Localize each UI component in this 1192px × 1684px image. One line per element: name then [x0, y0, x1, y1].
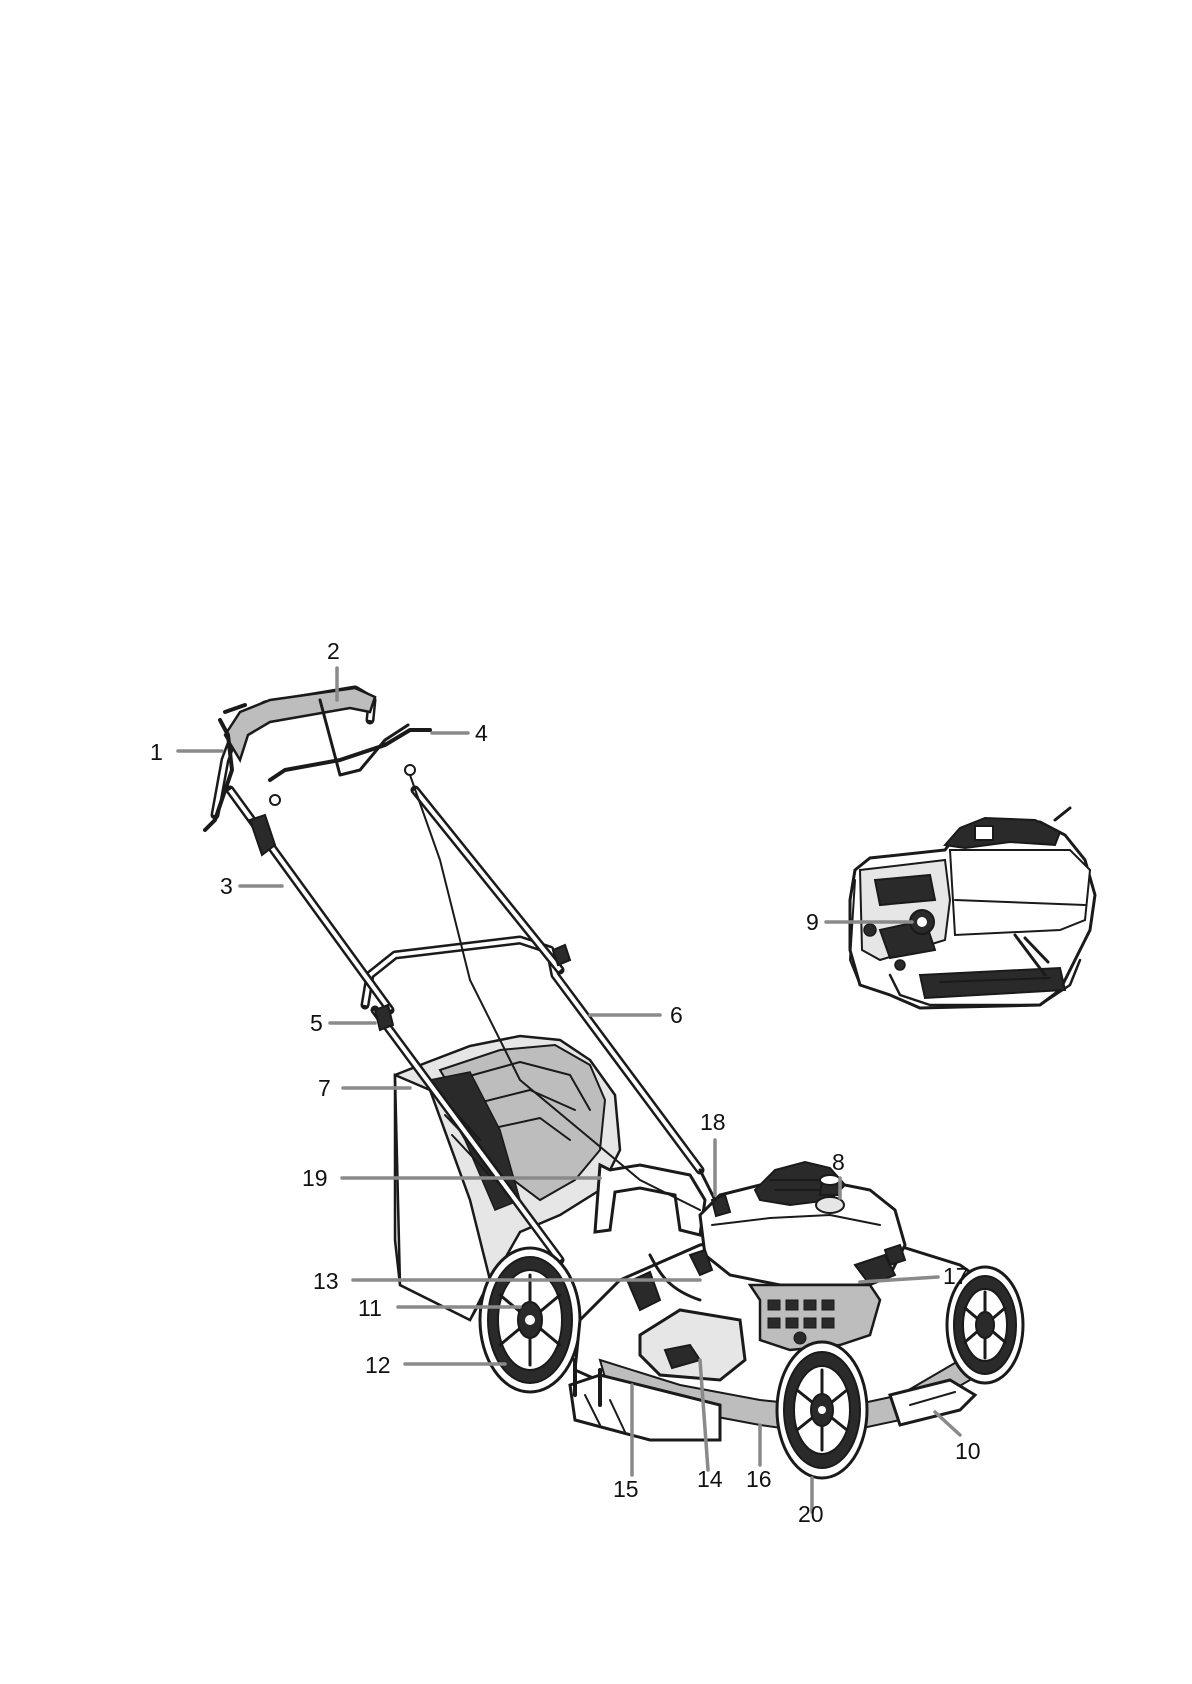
callout-14: 14 — [697, 1466, 723, 1492]
callout-18: 18 — [700, 1109, 726, 1135]
rear-wheel — [480, 1248, 580, 1392]
callout-3: 3 — [220, 873, 233, 899]
callout-8: 8 — [832, 1149, 845, 1175]
leader-10 — [935, 1412, 960, 1435]
callout-7: 7 — [318, 1075, 331, 1101]
callout-20: 20 — [798, 1501, 824, 1527]
callout-16: 16 — [746, 1466, 772, 1492]
callout-2: 2 — [327, 638, 340, 664]
callout-11: 11 — [358, 1295, 382, 1321]
callout-19: 19 — [302, 1165, 328, 1191]
callout-9: 9 — [806, 909, 819, 935]
callout-1: 1 — [150, 739, 163, 765]
callout-6: 6 — [670, 1002, 683, 1028]
callout-17: 17 — [943, 1263, 969, 1289]
front-wheel-left — [777, 1342, 867, 1478]
callout-4: 4 — [475, 720, 488, 746]
callout-12: 12 — [365, 1352, 391, 1378]
callout-5: 5 — [310, 1010, 323, 1036]
callout-10: 10 — [955, 1438, 981, 1464]
callout-13: 13 — [313, 1268, 339, 1294]
callout-15: 15 — [613, 1476, 639, 1502]
engine-detail-inset — [850, 808, 1095, 1008]
